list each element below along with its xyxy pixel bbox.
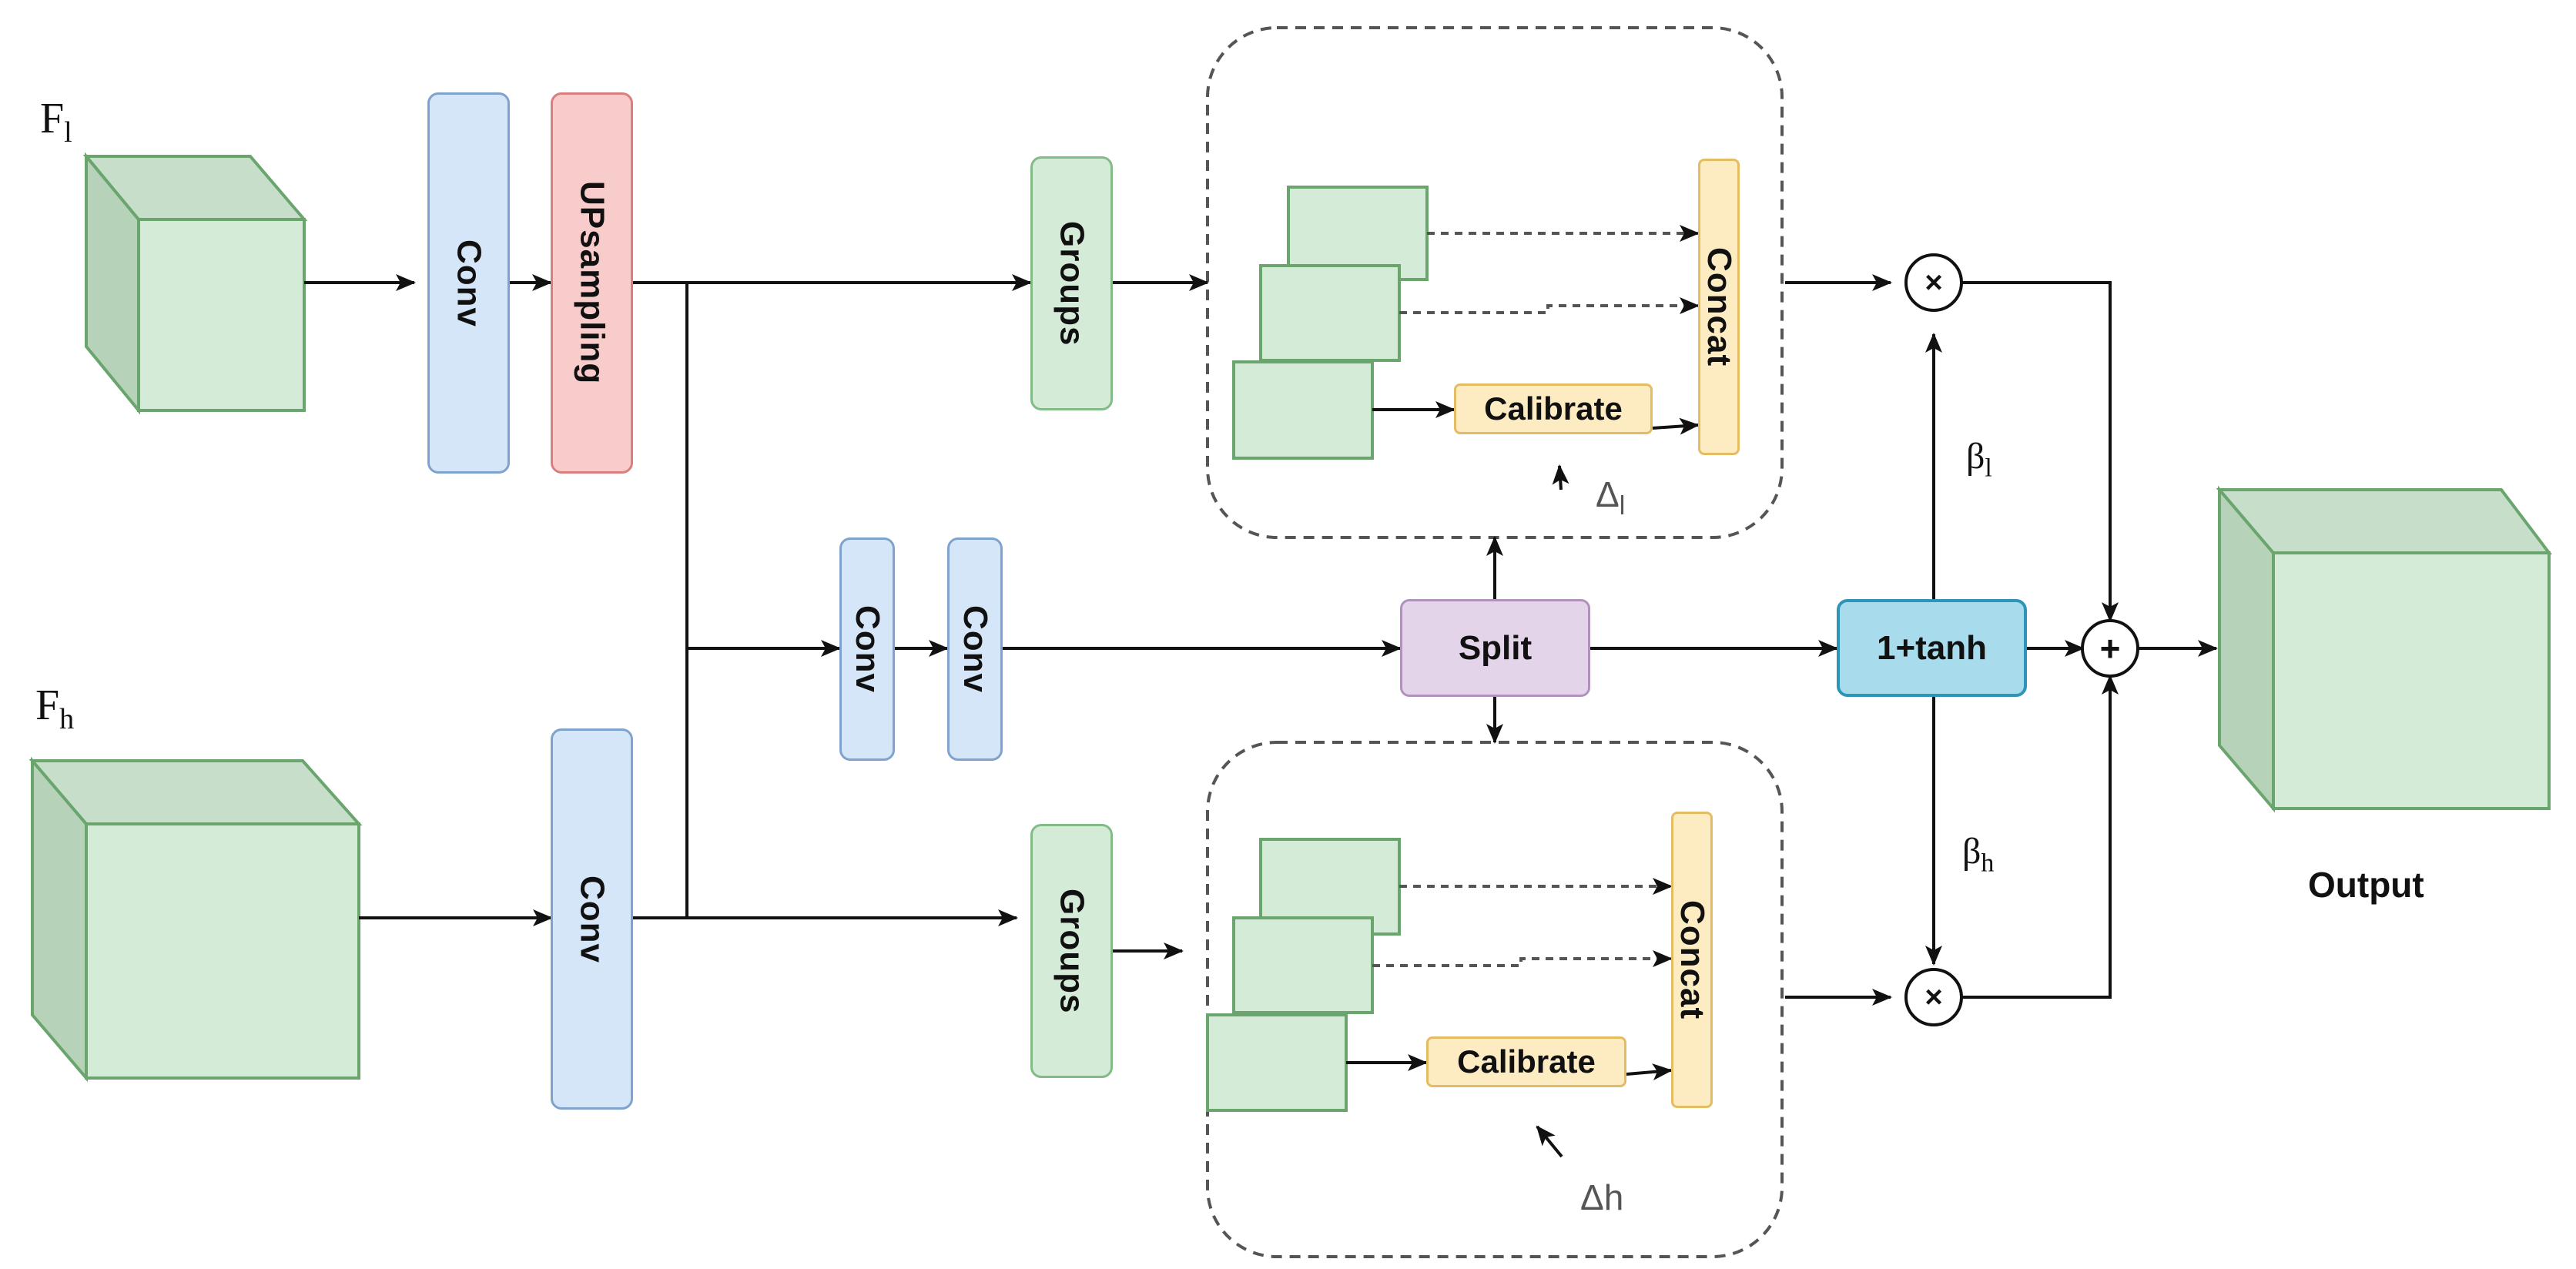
connectors — [304, 274, 2218, 1158]
calibrate-bottom-block: Calibrate — [1426, 1036, 1626, 1087]
split-block: Split — [1400, 599, 1590, 697]
input-fl-label: Fl — [40, 94, 72, 149]
multiply-top-symbol: × — [1924, 266, 1942, 300]
input-fl-sub: l — [64, 116, 72, 149]
multiply-top-operator: × — [1904, 253, 1963, 312]
beta-l-sub: l — [1985, 454, 1992, 483]
conv-top-label: Conv — [450, 239, 488, 327]
concat-top-label: Concat — [1700, 246, 1738, 367]
groups-bottom-label: Groups — [1053, 888, 1091, 1014]
add-operator: + — [2081, 619, 2139, 678]
conv-top-block: Conv — [427, 92, 510, 474]
delta-l-label: Δl — [1596, 474, 1625, 521]
input-fh-label: Fh — [35, 681, 74, 736]
split-label: Split — [1458, 628, 1533, 667]
tanh-block: 1+tanh — [1837, 599, 2027, 697]
input-fh-sub: h — [59, 703, 75, 736]
conv-bottom-block: Conv — [551, 728, 633, 1110]
delta-l-main: Δ — [1596, 474, 1620, 514]
calibrate-top-block: Calibrate — [1454, 383, 1653, 434]
dashed-connectors — [1372, 225, 1700, 967]
input-fl-main: F — [40, 95, 65, 142]
groups-top-block: Groups — [1030, 156, 1113, 410]
output-cube — [2216, 485, 2553, 813]
input-cube-fl — [82, 152, 308, 415]
multiply-bottom-symbol: × — [1924, 980, 1942, 1014]
beta-h-main: β — [1962, 831, 1981, 872]
input-fh-main: F — [35, 681, 60, 729]
output-label: Output — [2308, 865, 2424, 905]
upsampling-label: UPsampling — [573, 181, 611, 385]
conv-mid-1-block: Conv — [839, 537, 895, 761]
input-cube-fh — [28, 756, 363, 1083]
calibrate-bottom-label: Calibrate — [1457, 1043, 1596, 1080]
beta-h-sub: h — [1981, 849, 1995, 878]
groups-top-label: Groups — [1053, 220, 1091, 347]
feature-maps-top — [1232, 186, 1429, 460]
upsampling-block: UPsampling — [551, 92, 633, 474]
delta-l-sub: l — [1619, 491, 1626, 521]
concat-bottom-block: Concat — [1671, 812, 1713, 1108]
beta-h-label: βh — [1962, 830, 1994, 879]
conv-bottom-label: Conv — [573, 875, 611, 963]
groups-bottom-block: Groups — [1030, 824, 1113, 1078]
concat-bottom-label: Concat — [1673, 899, 1711, 1020]
tanh-label: 1+tanh — [1876, 628, 1988, 667]
calibrate-top-label: Calibrate — [1484, 390, 1623, 427]
concat-top-block: Concat — [1698, 159, 1740, 455]
multiply-bottom-operator: × — [1904, 968, 1963, 1026]
conv-mid-1-label: Conv — [849, 605, 886, 693]
feature-maps-bottom — [1206, 838, 1401, 1112]
dashed-container-bottom — [1206, 741, 1784, 1258]
add-symbol: + — [2100, 628, 2121, 668]
beta-l-main: β — [1966, 436, 1985, 477]
conv-mid-2-block: Conv — [947, 537, 1003, 761]
conv-mid-2-label: Conv — [956, 605, 994, 693]
delta-h-label: Δh — [1580, 1177, 1624, 1217]
beta-l-label: βl — [1966, 435, 1992, 484]
